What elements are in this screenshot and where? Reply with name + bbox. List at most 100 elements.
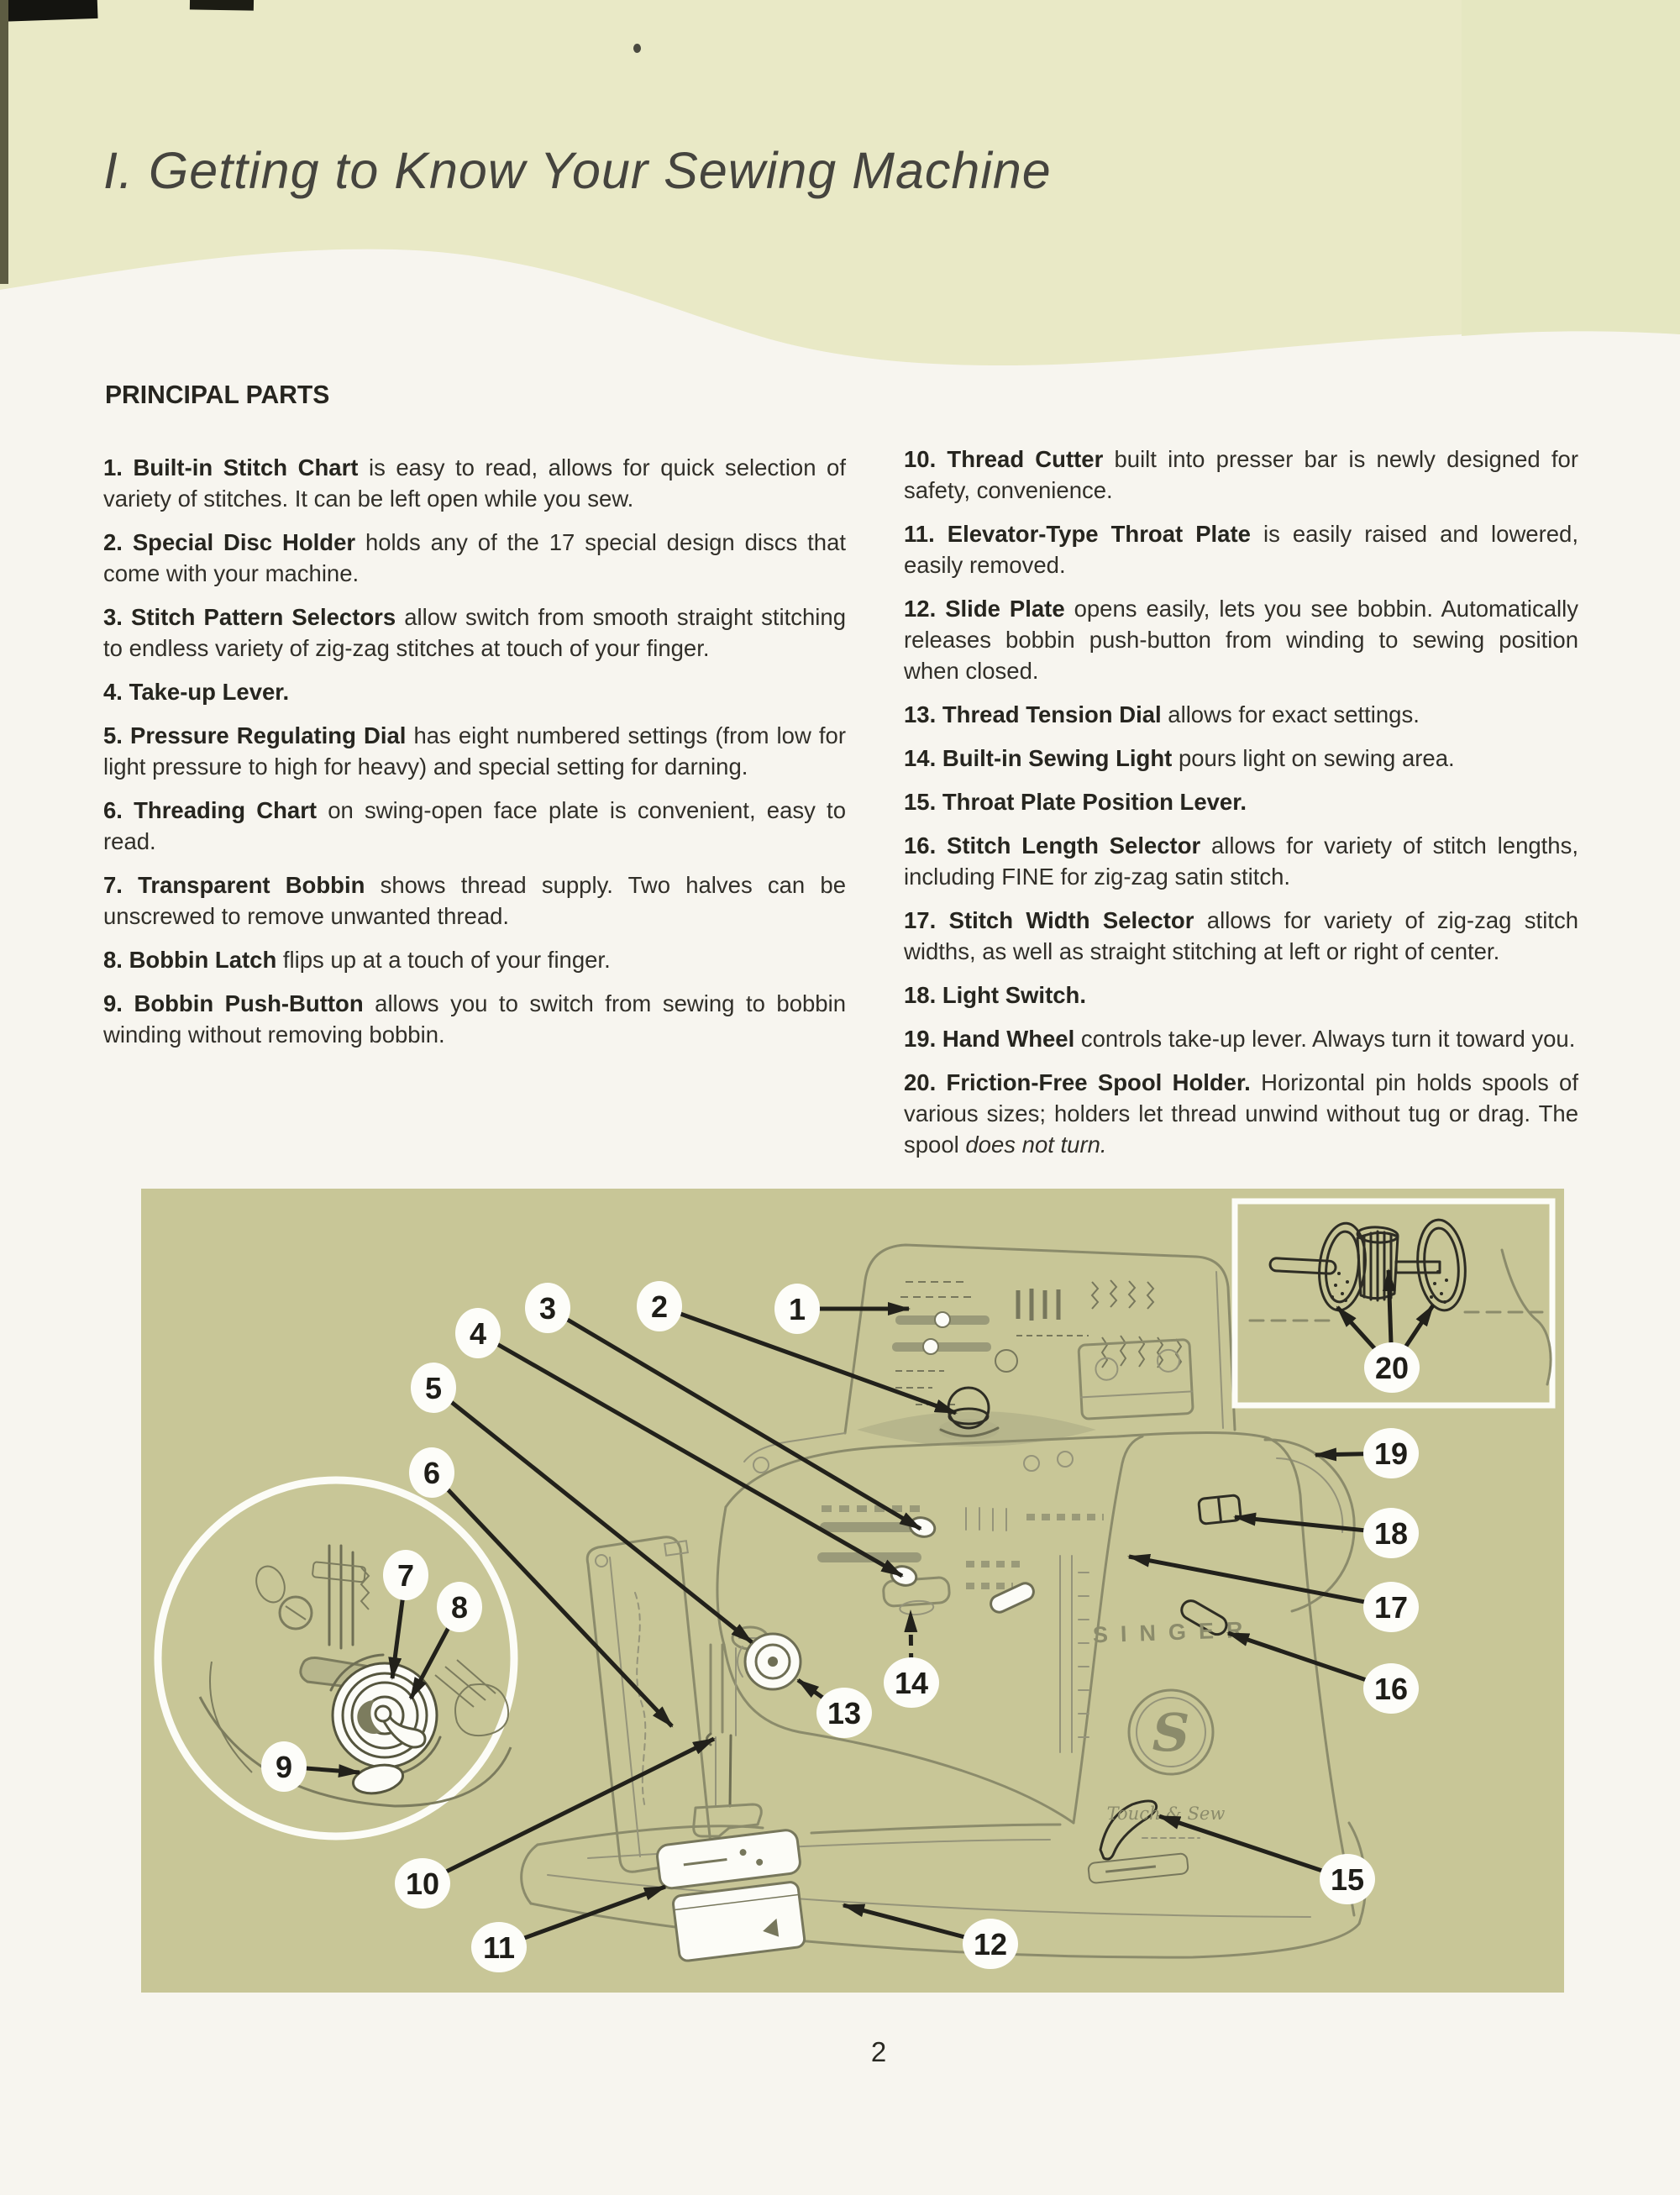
parts-column-right: 10. Thread Cutter built into presser bar…: [904, 444, 1578, 1173]
stitch-width-lever: [1180, 1599, 1228, 1636]
callout-11-leader-arrow: [498, 1884, 667, 1950]
part-name: 17. Stitch Width Selector: [904, 907, 1194, 933]
transparent-bobbin: [329, 1653, 442, 1776]
part-right-item-17: 17. Stitch Width Selector allows for var…: [904, 907, 1578, 964]
presser-foot: [692, 1803, 763, 1838]
callout-6-bubble: [409, 1447, 454, 1498]
part-name: 16. Stitch Length Selector: [904, 832, 1201, 859]
callout-14-number: 14: [895, 1666, 928, 1700]
scan-artifact: [0, 0, 98, 23]
callout-15-number: 15: [1331, 1862, 1364, 1897]
part-left-item-1: 1. Built-in Stitch Chart is easy to read…: [103, 454, 846, 512]
bobbin-push-button: [351, 1763, 405, 1795]
part-right-item-18: 18. Light Switch.: [904, 979, 1578, 1011]
callout-11-bubble: [471, 1922, 527, 1972]
callout-10-bubble: [395, 1858, 450, 1909]
part-left-item-4: 4. Take-up Lever.: [103, 676, 846, 707]
part-name: 9. Bobbin Push-Button: [103, 990, 364, 1016]
callout-1-number: 1: [789, 1292, 806, 1326]
callout-17-number: 17: [1374, 1590, 1408, 1625]
part-name: 1. Built-in Stitch Chart: [103, 454, 359, 480]
spool-holder-disc-right: [1416, 1218, 1467, 1312]
callout-4-leader-arrow: [476, 1331, 904, 1578]
header-band: [0, 0, 1680, 366]
part-right-item-10: 10. Thread Cutter built into presser bar…: [904, 446, 1578, 503]
callout-1-bubble: [774, 1284, 820, 1334]
callout-8-number: 8: [451, 1590, 468, 1625]
part-name: 3. Stitch Pattern Selectors: [103, 604, 396, 630]
callout-16-number: 16: [1374, 1672, 1408, 1706]
needle-presser-area: [692, 1625, 802, 1838]
light-switch: [1197, 1494, 1242, 1525]
part-left-item-8: 8. Bobbin Latch flips up at a touch of y…: [103, 947, 611, 973]
part-name: 5. Pressure Regulating Dial: [103, 722, 407, 748]
scan-artifact: [189, 0, 255, 11]
page-number: 2: [870, 2036, 887, 2067]
part-name: 7. Transparent Bobbin: [103, 872, 365, 898]
part-right-item-14: 14. Built-in Sewing Light pours light on…: [904, 745, 1455, 771]
callout-12-bubble: [963, 1919, 1018, 1969]
machine-body: [520, 1431, 1368, 1959]
callout-7-bubble: [383, 1550, 428, 1600]
callout-6-leader-arrow: [430, 1471, 674, 1728]
part-name: 20. Friction-Free Spool Holder.: [904, 1069, 1251, 1095]
part-left-item-6: 6. Threading Chart on swing-open face pl…: [103, 797, 846, 854]
callout-15-bubble: [1320, 1854, 1375, 1904]
part-right-item-11: 11. Elevator-Type Throat Plate is easily…: [904, 521, 1578, 578]
part-right-item-12: 12. Slide Plate opens easily, lets you s…: [904, 596, 1578, 684]
model-script-text: Touch & Sew: [1107, 1804, 1226, 1824]
callout-2-number: 2: [651, 1289, 668, 1324]
callout-7-number: 7: [397, 1558, 414, 1593]
threading-chart: [634, 1592, 647, 1809]
panel-lever: [990, 1582, 1035, 1614]
part-left-item-3: 3. Stitch Pattern Selectors allow switch…: [103, 604, 846, 661]
callout-18-number: 18: [1374, 1516, 1408, 1551]
callout-9-bubble: [261, 1741, 307, 1792]
spool-pin-assembly: [1268, 1218, 1467, 1312]
callout-8-bubble: [437, 1582, 482, 1632]
callout-3-leader-arrow: [546, 1305, 922, 1531]
callout-3-number: 3: [539, 1291, 556, 1326]
s-badge: [1127, 1688, 1215, 1776]
part-left-item-7: 7. Transparent Bobbin shows thread suppl…: [103, 872, 846, 929]
slide-plate: [671, 1881, 806, 1962]
part-name: 2. Special Disc Holder: [103, 529, 356, 555]
part-name: 11. Elevator-Type Throat Plate: [904, 521, 1251, 547]
machine-diagram: SINGER S Touch & Sew: [141, 1189, 1564, 1993]
callout-20-bubble: [1364, 1342, 1420, 1393]
section-title: PRINCIPAL PARTS: [105, 380, 330, 409]
callout-5-number: 5: [425, 1371, 442, 1405]
ink-speck: [633, 44, 641, 53]
band-shape: [0, 0, 1680, 366]
part-name: 8. Bobbin Latch: [103, 947, 277, 973]
part-name: 10. Thread Cutter: [904, 446, 1104, 472]
part-name: 15. Throat Plate Position Lever.: [904, 789, 1247, 815]
callout-19-number: 19: [1374, 1436, 1408, 1471]
part-name: 6. Threading Chart: [103, 797, 318, 823]
throat-plate-position-lever: [1099, 1799, 1158, 1861]
callout-17-bubble: [1363, 1582, 1419, 1632]
hand-wheel: [1263, 1438, 1356, 1613]
part-right-item-19: 19. Hand Wheel controls take-up lever. A…: [904, 1026, 1576, 1052]
callout-2-leader-arrow: [659, 1304, 958, 1415]
callout-10-number: 10: [406, 1867, 439, 1901]
part-left-item-5: 5. Pressure Regulating Dial has eight nu…: [103, 722, 846, 780]
callout-3-bubble: [525, 1283, 570, 1333]
callout-15-leader-arrow: [1158, 1814, 1348, 1882]
spool-compartment: [1077, 1338, 1194, 1420]
part-left-item-9: 9. Bobbin Push-Button allows you to swit…: [103, 990, 846, 1048]
part-right-item-13: 13. Thread Tension Dial allows for exact…: [904, 701, 1420, 727]
callout-4-number: 4: [470, 1316, 486, 1351]
callout-16-leader-arrow: [1226, 1630, 1392, 1691]
callout-10-leader-arrow: [421, 1736, 716, 1886]
part-name: 18. Light Switch.: [904, 982, 1086, 1008]
page-title: I. Getting to Know Your Sewing Machine: [103, 142, 1052, 199]
stitch-chart-lid: [743, 1243, 1236, 1462]
callout-5-bubble: [411, 1363, 456, 1413]
callout-12-number: 12: [974, 1927, 1007, 1961]
callout-13-bubble: [816, 1688, 872, 1738]
spool-holder-inset: [1231, 1198, 1556, 1409]
parts-column-left: 1. Built-in Stitch Chart is easy to read…: [103, 452, 846, 1063]
part-right-item-16: 16. Stitch Length Selector allows for va…: [904, 832, 1578, 890]
part-left-item-2: 2. Special Disc Holder holds any of the …: [103, 529, 847, 586]
